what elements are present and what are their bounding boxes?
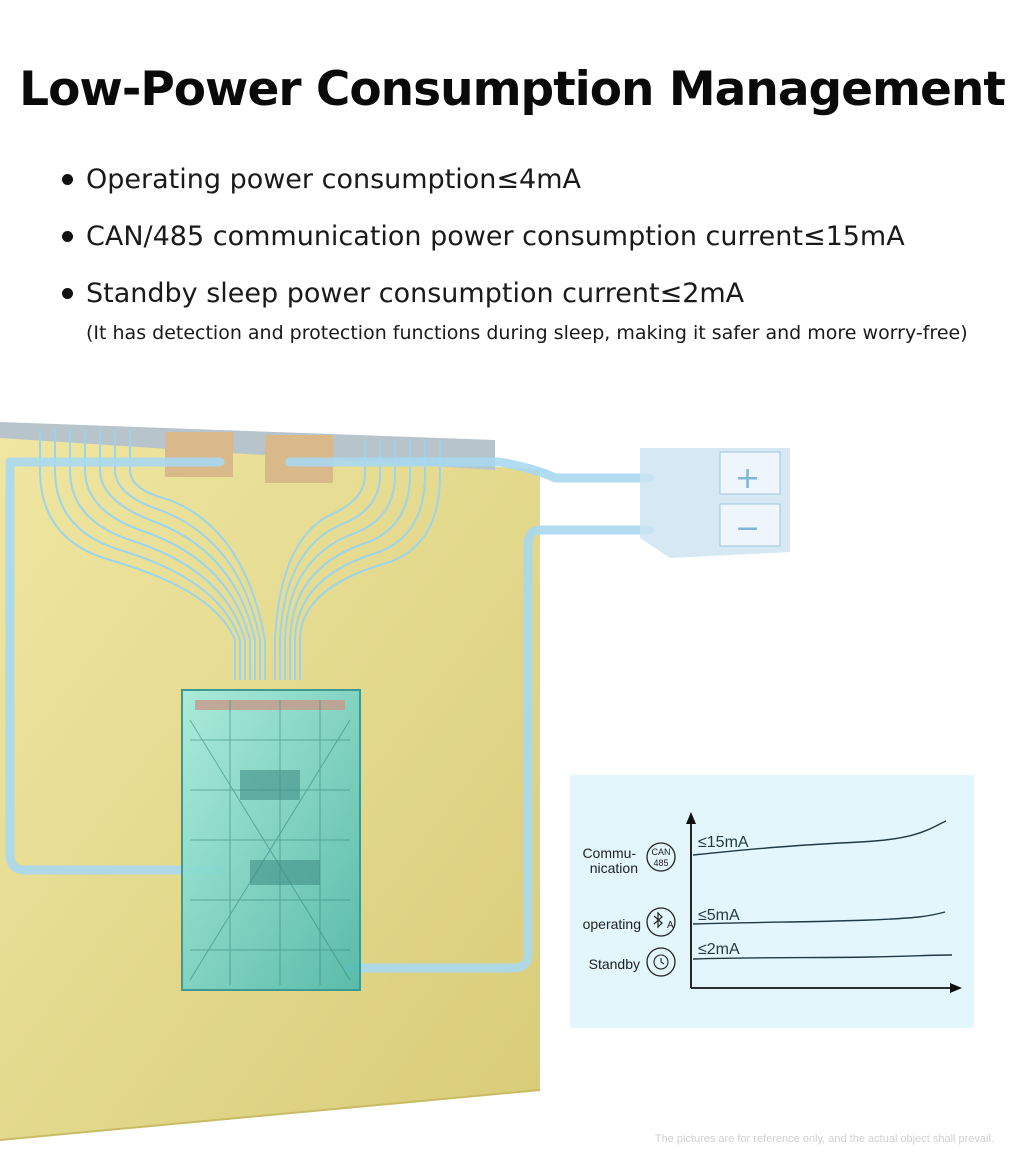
feature-text: CAN/485 communication power consumption … <box>86 221 905 252</box>
sampling-wires <box>39 430 441 680</box>
485-icon-text: 485 <box>653 858 668 868</box>
series-line-standby <box>692 954 953 960</box>
series-name-standby: Standby <box>589 956 640 972</box>
sleep-protection-note: (It has detection and protection functio… <box>86 322 968 344</box>
feature-item-communication: CAN/485 communication power consumption … <box>60 217 1000 274</box>
series-value-label: ≤15mA <box>698 834 749 851</box>
clock-icon <box>646 947 676 977</box>
minus-terminal-label: − <box>735 511 760 546</box>
bms-circuit-board <box>181 689 361 991</box>
can-icon-text: CAN <box>651 847 670 857</box>
series-value-label: ≤5mA <box>698 907 740 924</box>
bullet-dot-icon <box>62 231 73 242</box>
series-line-operating <box>692 911 946 925</box>
series-value-label: ≤2mA <box>698 941 740 958</box>
x-axis-arrow-icon <box>950 983 962 993</box>
power-cables <box>5 457 655 973</box>
feature-list: Operating power consumption≤4mA CAN/485 … <box>60 160 1000 331</box>
series-name-operating: operating <box>583 916 641 932</box>
page-title: Low-Power Consumption Management <box>19 62 1006 117</box>
bullet-dot-icon <box>62 288 73 299</box>
output-terminal-block: + − <box>640 448 790 558</box>
chart-background <box>570 775 974 1028</box>
plus-terminal-label: + <box>735 461 760 496</box>
series-name-communication: Commu- nication <box>582 845 640 876</box>
feature-text: Standby sleep power consumption current≤… <box>86 278 745 309</box>
bluetooth-icon-text: A <box>667 920 674 931</box>
feature-item-standby: Standby sleep power consumption current≤… <box>60 274 1000 331</box>
series-line-communication <box>692 820 947 856</box>
bullet-dot-icon <box>62 174 73 185</box>
disclaimer-footer: The pictures are for reference only, and… <box>654 1133 994 1145</box>
feature-item-operating: Operating power consumption≤4mA <box>60 160 1000 217</box>
can-485-icon: CAN 485 <box>646 842 676 872</box>
y-axis-arrow-icon <box>686 812 696 824</box>
power-consumption-chart: ≤15mA ≤5mA ≤2mA Commu- nication operatin… <box>570 775 974 1028</box>
bluetooth-icon: A <box>646 907 676 937</box>
feature-text: Operating power consumption≤4mA <box>86 164 581 195</box>
